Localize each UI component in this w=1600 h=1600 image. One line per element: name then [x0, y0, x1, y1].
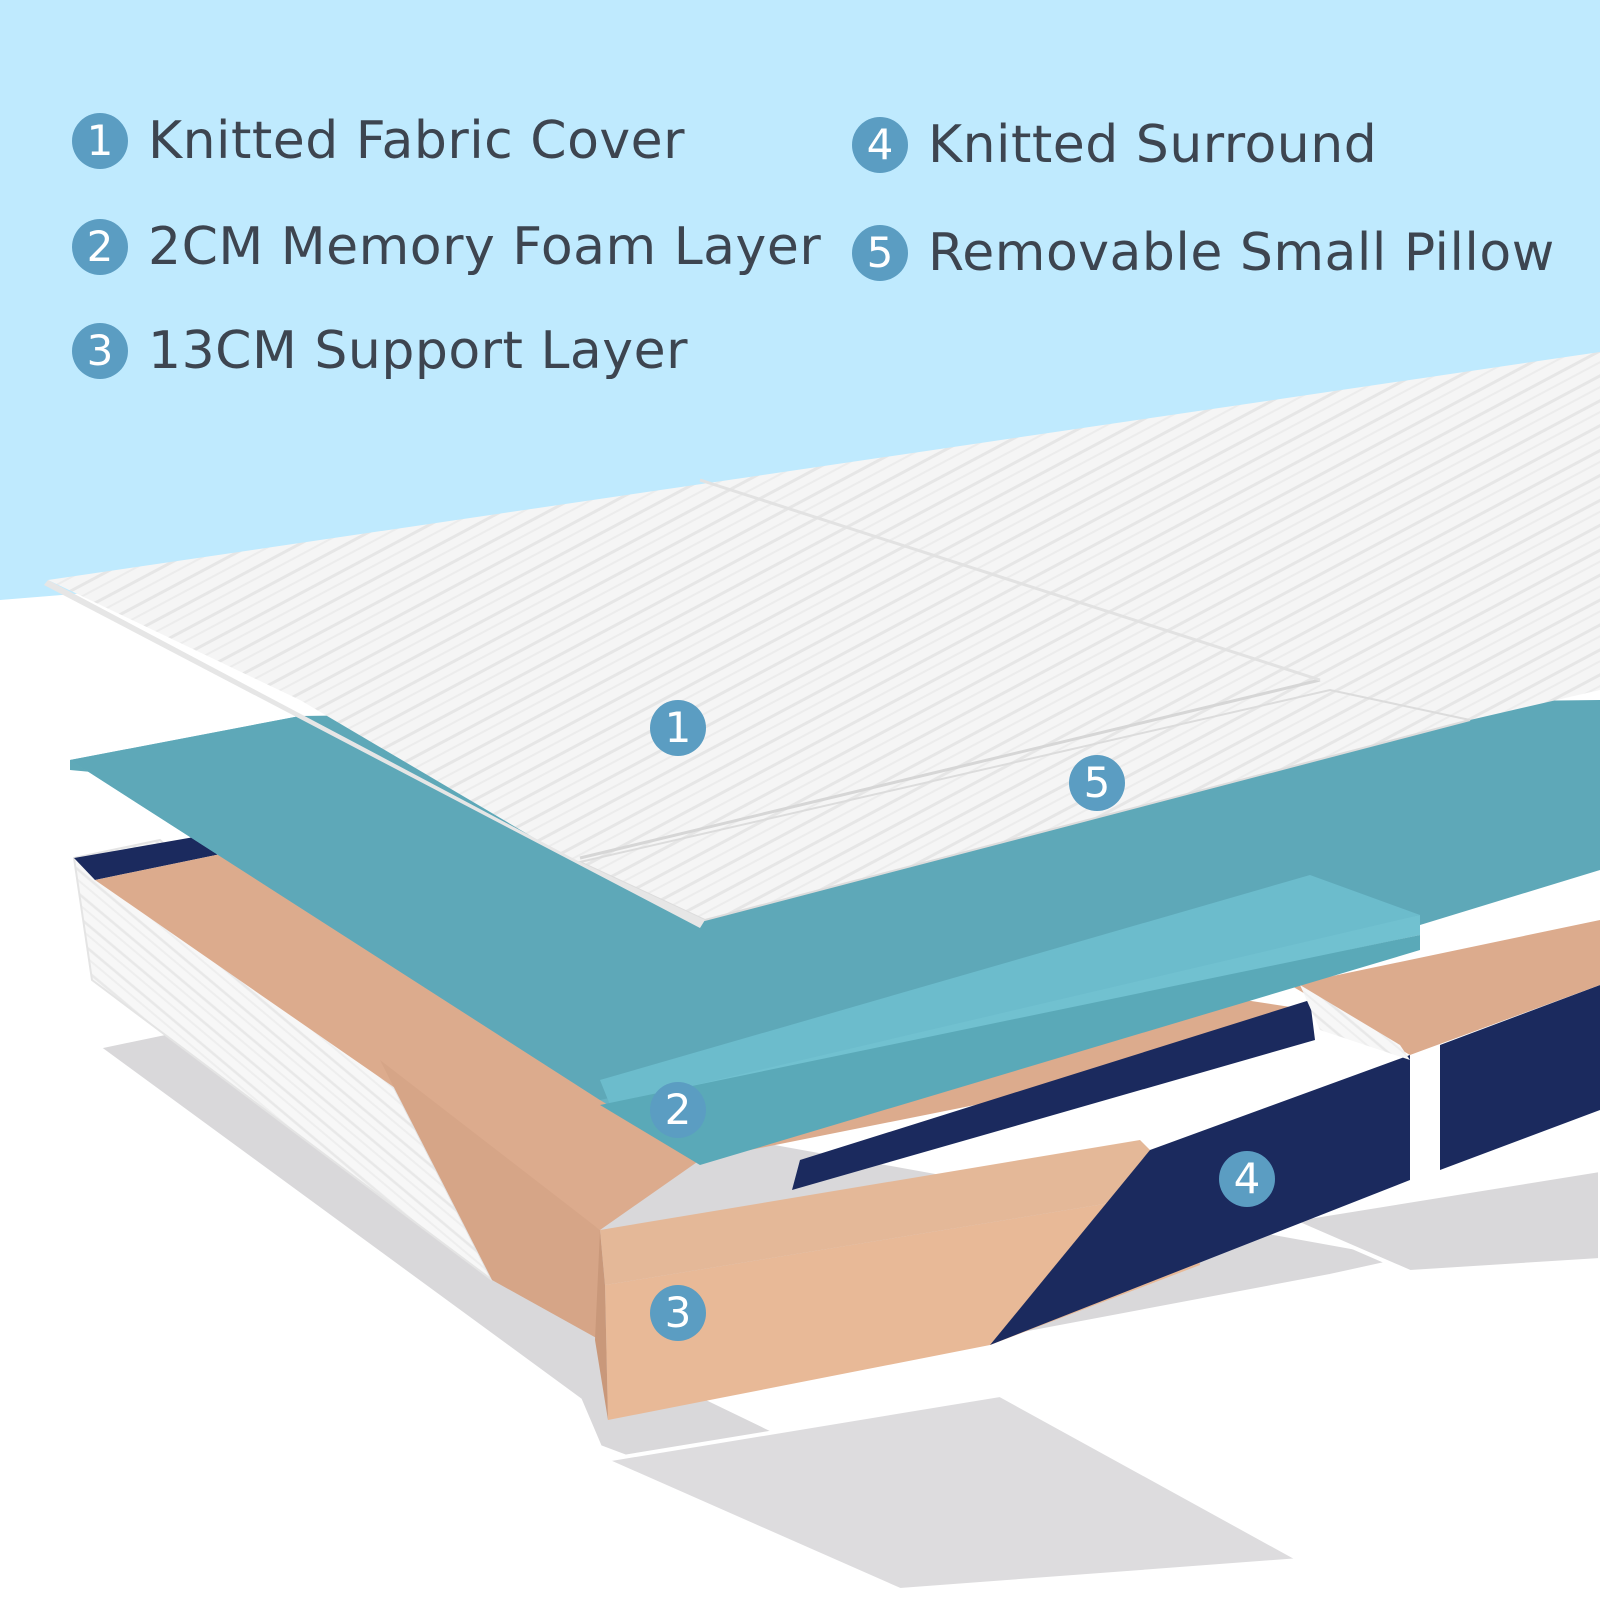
- surround-navy-front: [990, 1055, 1410, 1345]
- legend-label: Knitted Surround: [928, 115, 1378, 175]
- callout-memory-foam: 2: [650, 1082, 706, 1138]
- legend-number-badge: 2: [72, 219, 128, 275]
- fabric-cover-seam: [579, 678, 1321, 860]
- legend-number-badge: 1: [72, 113, 128, 169]
- callout-small-pillow: 5: [1069, 755, 1125, 811]
- surround-navy-right: [1440, 985, 1600, 1170]
- callout-fabric-cover: 1: [650, 700, 706, 756]
- support-layer-front-edge: [595, 1230, 608, 1420]
- memory-foam-top-slab: [70, 700, 1600, 1100]
- legend-item-memory-foam-layer: 2 2CM Memory Foam Layer: [72, 212, 821, 282]
- surround-navy-inner: [792, 1000, 1315, 1190]
- legend-number-badge: 4: [852, 117, 908, 173]
- support-layer-right-top: [1290, 920, 1600, 1055]
- legend-item-support-layer: 3 13CM Support Layer: [72, 316, 688, 386]
- legend-item-knitted-fabric-cover: 1 Knitted Fabric Cover: [72, 106, 685, 176]
- legend-label: Knitted Fabric Cover: [148, 111, 686, 171]
- legend-label: Removable Small Pillow: [928, 223, 1555, 283]
- legend-number-badge: 5: [852, 225, 908, 281]
- base-sheet-right: [1282, 1167, 1600, 1275]
- support-layer-left-side: [380, 1060, 600, 1340]
- fabric-cover-fold: [699, 478, 1321, 682]
- legend-item-knitted-surround: 4 Knitted Surround: [852, 110, 1377, 180]
- support-layer-front-top: [600, 1140, 1190, 1285]
- fabric-cover-main: [48, 352, 1600, 920]
- memory-foam-front-strip: [600, 875, 1420, 1105]
- callout-knitted-surround: 4: [1219, 1151, 1275, 1207]
- callout-support-layer: 3: [650, 1285, 706, 1341]
- fabric-cover-edge: [44, 580, 705, 928]
- legend-item-removable-small-pillow: 5 Removable Small Pillow: [852, 218, 1555, 288]
- support-layer-front-face: [605, 1190, 1200, 1420]
- surround-white-gap: [1300, 985, 1410, 1060]
- legend: 1 Knitted Fabric Cover 2 2CM Memory Foam…: [0, 0, 1600, 420]
- legend-label: 13CM Support Layer: [148, 321, 688, 381]
- legend-number-badge: 3: [72, 323, 128, 379]
- base-sheet-front: [598, 1392, 1307, 1593]
- legend-label: 2CM Memory Foam Layer: [148, 217, 822, 277]
- memory-foam-front-edge: [600, 935, 1420, 1165]
